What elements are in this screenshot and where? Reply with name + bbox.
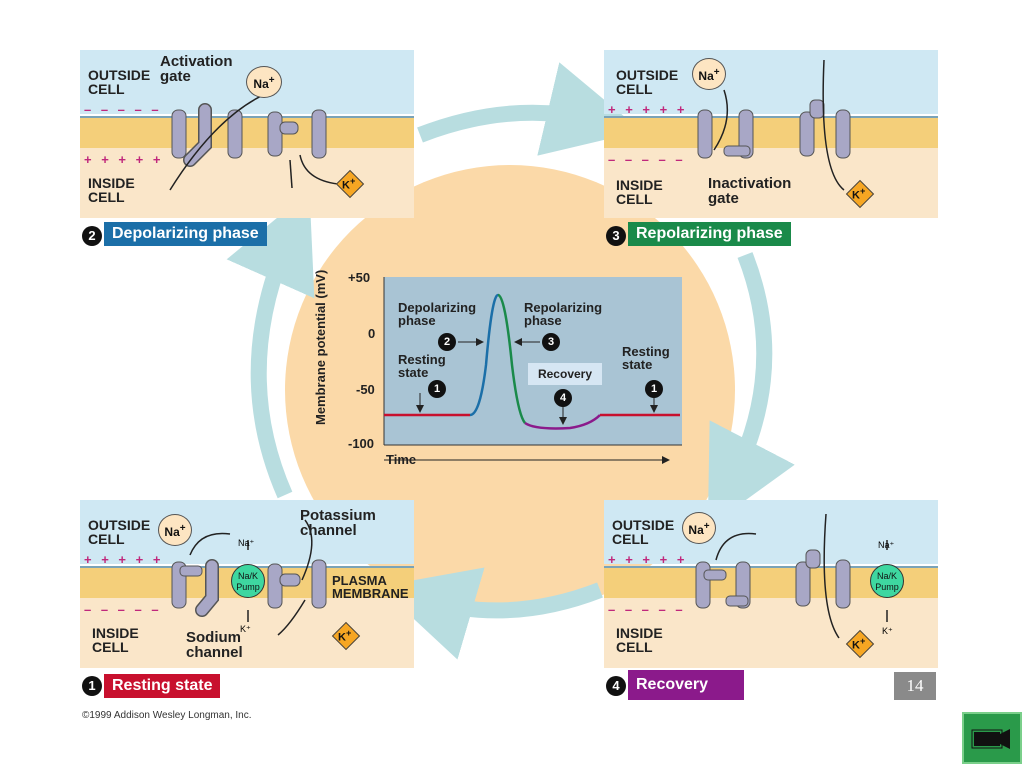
phase-tag-repolarizing: Repolarizing phase	[628, 222, 791, 246]
phase-tag-resting: Resting state	[104, 674, 221, 698]
plus-charges: + + + + +	[84, 152, 164, 167]
graph-plot-area	[384, 277, 682, 445]
ytick-minus-100: -100	[348, 436, 375, 451]
graph-marker-1-left: 1	[428, 380, 446, 398]
copyright: ©1999 Addison Wesley Longman, Inc.	[82, 710, 252, 721]
graph-marker-3: 3	[542, 333, 560, 351]
ytick-0: 0	[368, 326, 376, 341]
channels-drawing	[697, 59, 851, 191]
graph-xlabel: Time	[386, 452, 417, 467]
phase-tag-recovery: Recovery	[628, 670, 744, 700]
movie-camera-icon	[971, 729, 1010, 749]
pump-k-label: K⁺	[240, 624, 251, 634]
na-ion: Na+	[246, 66, 282, 98]
na-ion: Na+	[682, 512, 716, 544]
movie-camera-button[interactable]	[962, 712, 1022, 764]
na-ion: Na+	[158, 514, 192, 546]
graph-curve	[383, 277, 682, 464]
pump-na-label: Na⁺	[238, 538, 255, 548]
minus-charges: – – – – –	[84, 102, 162, 117]
ytick-50: +50	[348, 270, 371, 285]
na-ion: Na+	[692, 58, 726, 90]
channels-drawing	[695, 513, 888, 639]
graph-ylabel: Membrane potential (mV)	[313, 269, 328, 425]
phase-number-2: 2	[82, 226, 102, 246]
graph-marker-4: 4	[554, 389, 572, 407]
page-number: 14	[894, 672, 936, 700]
phase-number-1: 1	[82, 676, 102, 696]
phase-number-3: 3	[606, 226, 626, 246]
graph-marker-1-right: 1	[645, 380, 663, 398]
graph-marker-2: 2	[438, 333, 456, 351]
phase-tag-depolarizing: Depolarizing phase	[104, 222, 267, 246]
action-potential-graph: Membrane potential (mV) +50 0 -50 -100 T…	[313, 265, 690, 475]
phase-number-4: 4	[606, 676, 626, 696]
channels-drawing	[171, 519, 327, 636]
graph-recovery-box: Recovery	[528, 363, 602, 385]
ytick-minus-50: -50	[356, 382, 375, 397]
